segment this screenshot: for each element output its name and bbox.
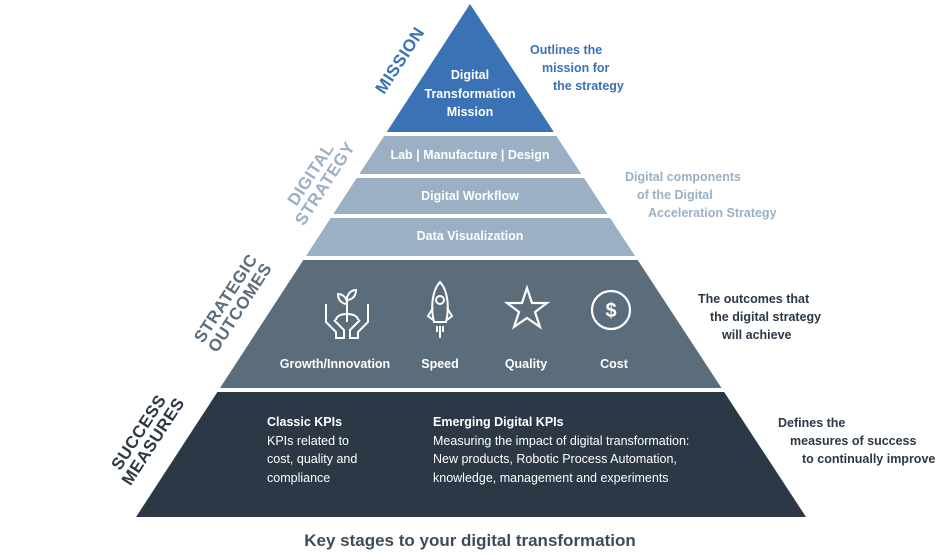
emerging-kpis: Emerging Digital KPIs Measuring the impa… <box>433 413 689 487</box>
kpi-line: cost, quality and <box>267 452 358 466</box>
note-line: Defines the <box>778 416 846 430</box>
tier-mission <box>386 4 554 132</box>
star-icon <box>503 284 551 330</box>
mission-line: Digital <box>450 68 490 82</box>
note-line: Digital components <box>625 170 741 184</box>
tier-data-visualization <box>305 218 636 256</box>
note-line: Outlines the <box>530 43 603 57</box>
note-line: the strategy <box>553 79 624 93</box>
emerging-kpis-title: Emerging Digital KPIs <box>433 415 564 429</box>
outcome-label-growth: Growth/Innovation <box>279 357 391 371</box>
note-line: measures of success <box>790 434 917 448</box>
mission-line: Transformation <box>424 86 516 101</box>
tier-strategic-outcomes <box>220 260 722 388</box>
classic-kpis-title: Classic KPIs <box>267 415 343 429</box>
note-line: mission for <box>542 61 610 75</box>
plant-hands-icon <box>325 288 369 339</box>
svg-text:$: $ <box>605 300 616 322</box>
success-measures-note: Defines the measures of success to conti… <box>778 414 935 468</box>
mission-block-text: Digital Transformation Mission <box>420 66 520 122</box>
caption: Key stages to your digital transformatio… <box>304 531 636 550</box>
mission-line: Mission <box>446 105 494 119</box>
band-data-visualization: Data Visualization <box>416 229 524 243</box>
classic-kpis: Classic KPIs KPIs related to cost, quali… <box>267 413 357 487</box>
kpi-line: New products, Robotic Process Automation… <box>433 452 677 466</box>
kpi-line: Measuring the impact of digital transfor… <box>433 433 690 448</box>
tier-digital-workflow <box>333 178 608 214</box>
band-digital-workflow: Digital Workflow <box>421 189 519 203</box>
kpi-line: compliance <box>267 470 331 485</box>
band-lab-manufacture-design: Lab | Manufacture | Design <box>390 148 550 162</box>
tier-success-measures <box>136 392 807 517</box>
tier-lab-manufacture-design <box>359 136 582 174</box>
note-line: to continually improve <box>802 452 936 466</box>
outcome-label-speed: Speed <box>421 357 459 371</box>
note-line: Acceleration Strategy <box>648 206 777 220</box>
strategic-outcomes-note: The outcomes that the digital strategy w… <box>698 290 821 344</box>
note-line: The outcomes that <box>698 292 810 306</box>
outcome-label-quality: Quality <box>504 357 548 371</box>
mission-note: Outlines the mission for the strategy <box>530 41 624 95</box>
kpi-line: KPIs related to <box>267 433 349 448</box>
dollar-coin-icon: $ <box>590 289 632 331</box>
note-line: of the Digital <box>637 188 713 202</box>
kpi-line: knowledge, management and experiments <box>433 470 669 485</box>
rocket-icon <box>426 280 454 338</box>
outcome-label-cost: Cost <box>600 357 628 371</box>
note-line: will achieve <box>722 328 792 342</box>
digital-strategy-note: Digital components of the Digital Accele… <box>625 168 777 222</box>
note-line: the digital strategy <box>710 310 822 324</box>
